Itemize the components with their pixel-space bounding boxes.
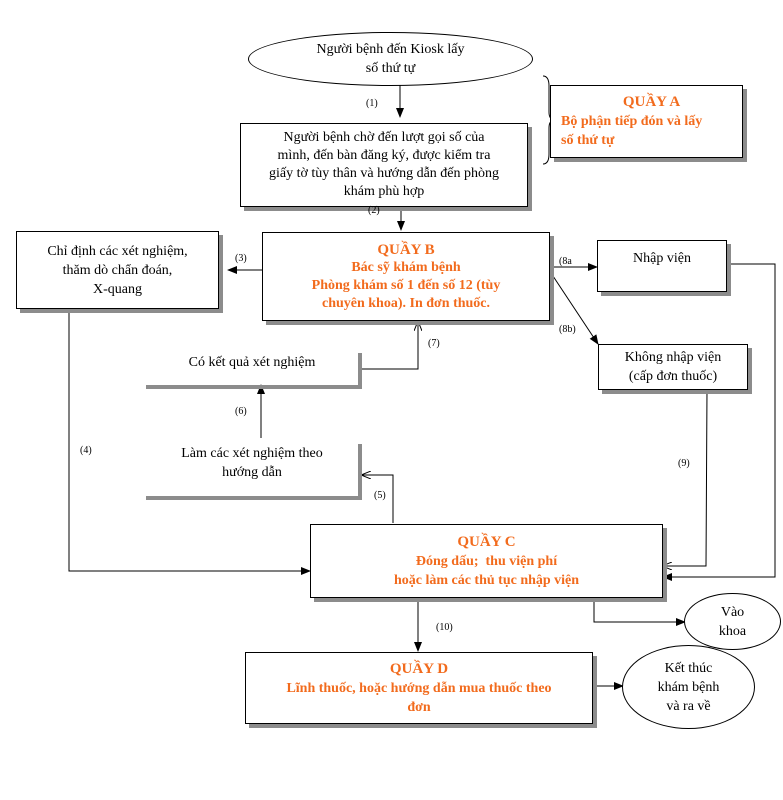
end-line: và ra về xyxy=(666,698,711,714)
arrow-5 xyxy=(362,475,394,523)
do-tests-line: Làm các xét nghiệm theo xyxy=(181,446,323,461)
step-label-9: (9) xyxy=(678,458,690,469)
results-box: Có kết quả xét nghiệm xyxy=(146,353,362,389)
arrow-9 xyxy=(663,388,708,566)
no-admit-box: Không nhập viện (cấp đơn thuốc) xyxy=(598,344,748,390)
step-label-10: (10) xyxy=(436,622,453,633)
wait-line: Người bệnh chờ đến lượt gọi số của xyxy=(283,130,485,145)
quay-a-box: QUẦY A Bộ phận tiếp đón và lấy số thứ tự xyxy=(550,85,743,158)
wait-line: khám phù hợp xyxy=(343,184,425,199)
step-label-1: (1) xyxy=(366,98,378,109)
arrow-7 xyxy=(358,322,418,370)
ward-line: Vào xyxy=(720,604,745,620)
quay-c-line: hoặc làm các thủ tục nhập viện xyxy=(393,572,580,588)
quay-d-title: QUẦY D xyxy=(389,660,449,677)
ward-line: khoa xyxy=(718,623,747,639)
step-label-8b: (8b) xyxy=(559,324,576,335)
tests-order-line: thăm dò chẩn đoán, xyxy=(62,262,173,278)
ward-oval: Vào khoa xyxy=(684,593,781,650)
quay-c-title: QUẦY C xyxy=(457,533,516,550)
quay-a-line: số thứ tự xyxy=(561,133,615,148)
tests-order-line: X-quang xyxy=(93,281,142,297)
quay-d-box: QUẦY D Lĩnh thuốc, hoặc hướng dẫn mua th… xyxy=(245,652,593,724)
step-label-4: (4) xyxy=(80,445,92,456)
no-admit-line: (cấp đơn thuốc) xyxy=(628,369,718,384)
quay-d-line: Lĩnh thuốc, hoặc hướng dẫn mua thuốc the… xyxy=(286,680,552,696)
step-label-3: (3) xyxy=(235,253,247,264)
do-tests-box: Làm các xét nghiệm theo hướng dẫn xyxy=(146,444,362,500)
quay-d-line: đơn xyxy=(407,699,431,715)
quay-b-line: Phòng khám số 1 đến số 12 (tùy xyxy=(311,277,501,293)
quay-b-title: QUẦY B xyxy=(377,241,435,258)
quay-b-line: Bác sỹ khám bệnh xyxy=(351,259,461,275)
admit-box: Nhập viện xyxy=(597,240,727,292)
end-line: khám bệnh xyxy=(657,679,720,695)
start-oval: Người bệnh đến Kiosk lấy số thứ tự xyxy=(248,32,533,86)
step-label-7: (7) xyxy=(428,338,440,349)
quay-b-box: QUẦY B Bác sỹ khám bệnh Phòng khám số 1 … xyxy=(262,232,550,321)
start-line2: số thứ tự xyxy=(365,61,416,76)
wait-line: giấy tờ tùy thân và hướng dẫn đến phòng xyxy=(268,166,500,181)
step-label-5: (5) xyxy=(374,490,386,501)
quay-b-line: chuyên khoa). In đơn thuốc. xyxy=(321,295,491,311)
do-tests-line: hướng dẫn xyxy=(222,465,282,480)
step-label-2: (2) xyxy=(368,205,380,216)
arrow-8b xyxy=(548,269,599,345)
tests-order-line: Chỉ định các xét nghiệm, xyxy=(47,243,188,259)
arrow-admit-to-c xyxy=(662,263,776,581)
quay-a-title: QUẦY A xyxy=(622,94,681,110)
no-admit-line: Không nhập viện xyxy=(624,350,722,365)
tests-order-box: Chỉ định các xét nghiệm, thăm dò chẩn đo… xyxy=(16,231,219,309)
quay-c-box: QUẦY C Đóng dấu; thu viện phí hoặc làm c… xyxy=(310,524,663,598)
quay-c-line: Đóng dấu; thu viện phí xyxy=(415,553,558,569)
step-label-8a: (8a xyxy=(559,256,572,267)
end-line: Kết thúc xyxy=(664,660,713,676)
arrow-c-to-ward xyxy=(593,598,686,626)
arrow-4 xyxy=(68,311,311,575)
wait-registration-box: Người bệnh chờ đến lượt gọi số của mình,… xyxy=(240,123,528,207)
admit-label: Nhập viện xyxy=(633,251,691,266)
quay-a-line: Bộ phận tiếp đón và lấy xyxy=(561,114,703,129)
step-label-6: (6) xyxy=(235,406,247,417)
results-label: Có kết quả xét nghiệm xyxy=(188,355,316,370)
end-oval: Kết thúc khám bệnh và ra về xyxy=(622,645,755,729)
start-line1: Người bệnh đến Kiosk lấy xyxy=(316,42,465,57)
wait-line: mình, đến bàn đăng ký, được kiểm tra xyxy=(277,148,491,163)
